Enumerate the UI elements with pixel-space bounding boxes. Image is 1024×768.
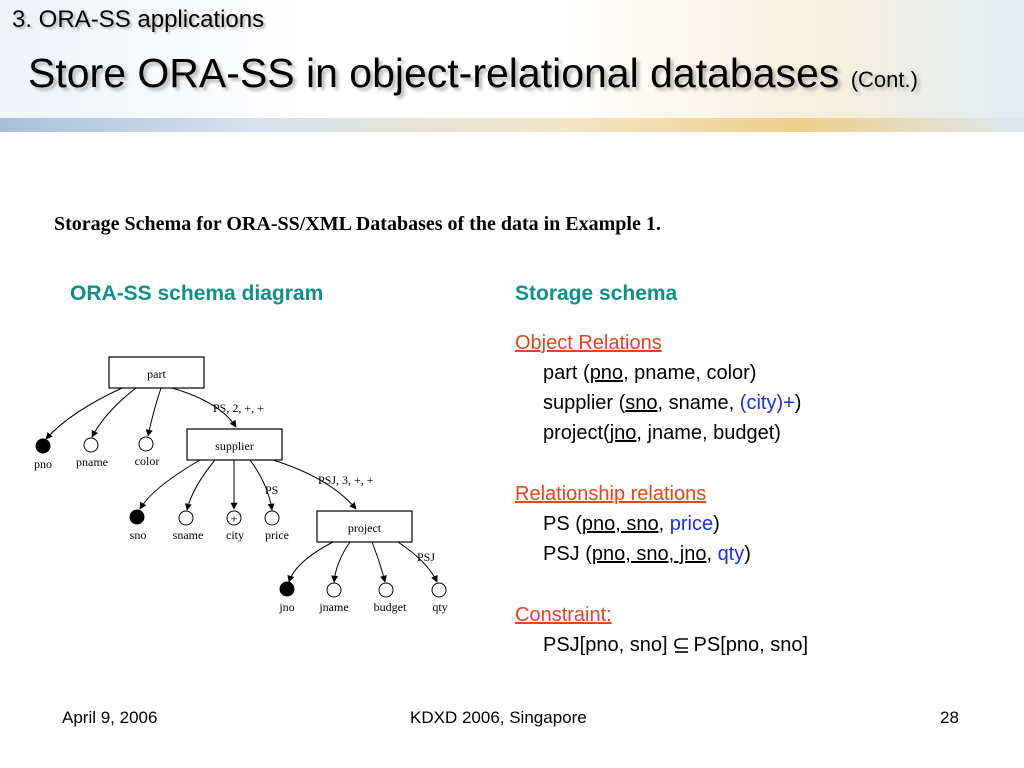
supplier-relation: supplier (sno, sname, (city)+): [515, 388, 808, 418]
color-circle: [138, 436, 154, 452]
edge-part-color: [145, 387, 162, 437]
qty-label: qty: [432, 600, 447, 614]
price-label: price: [265, 528, 289, 542]
psj-relation-sep: ,: [706, 543, 718, 565]
project-relation-prefix: project(: [543, 422, 610, 444]
psj-relation-suffix: ): [744, 543, 751, 565]
footer-page-number: 28: [940, 708, 959, 727]
jno-key-circle: [279, 581, 295, 597]
edge-supplier-sno: [139, 459, 201, 510]
footer-date: April 9, 2006: [62, 708, 158, 727]
ps-relation: PS (pno, sno, price): [515, 509, 808, 539]
ps-tag-label: PS: [265, 483, 278, 497]
slide-title-cont: (Cont.): [850, 67, 918, 92]
rel-ps-label: PS, 2, +, +: [213, 401, 264, 415]
part-relation-key: pno: [589, 362, 624, 384]
edge-supplier-project: [272, 459, 357, 510]
edge-part-pname: [91, 387, 137, 438]
project-relation-rest: , jname, budget): [636, 422, 781, 444]
supplier-object-label: supplier: [215, 439, 254, 453]
edge-project-budget: [371, 541, 387, 583]
sno-label: sno: [130, 528, 147, 542]
ps-relation-key: pno, sno: [581, 513, 659, 535]
part-object-box: [108, 356, 205, 389]
supplier-relation-key: sno: [625, 392, 658, 414]
project-object-box: [316, 510, 413, 543]
project-relation: project(jno, jname, budget): [515, 418, 808, 448]
supplier-object-box: [186, 428, 283, 461]
diagram-heading: ORA-SS schema diagram: [70, 282, 324, 305]
storage-schema: Object Relations part (pno, pname, color…: [515, 328, 808, 660]
slide-title: Store ORA-SS in object-relational databa…: [28, 50, 918, 97]
price-circle: [264, 510, 280, 526]
psj-relation: PSJ (pno, sno, jno, qty): [515, 539, 808, 569]
pno-label: pno: [34, 457, 52, 471]
pno-key-circle: [35, 438, 51, 454]
edge-part-supplier: [171, 387, 237, 428]
constraint-left: PSJ[pno, sno]: [543, 634, 668, 656]
jname-circle: [326, 582, 342, 598]
footer-venue: KDXD 2006, Singapore: [410, 708, 587, 727]
relationship-relations-title: Relationship relations: [515, 483, 707, 505]
psj-relation-key: pno, sno, jno: [591, 543, 707, 565]
jno-label: jno: [278, 600, 294, 614]
slide-title-text: Store ORA-SS in object-relational databa…: [28, 50, 840, 96]
header-background: [0, 0, 1024, 132]
color-label: color: [135, 454, 160, 468]
edge-supplier-sname: [184, 459, 216, 511]
edge-project-qty: [397, 541, 438, 583]
city-label: city: [226, 528, 244, 542]
sno-key-circle: [129, 509, 145, 525]
budget-label: budget: [374, 600, 407, 614]
storage-heading: Storage schema: [515, 282, 678, 305]
supplier-relation-multivalued: (city)+: [739, 392, 795, 414]
edge-part-pno: [45, 387, 123, 440]
ps-relation-prefix: PS (: [543, 513, 582, 535]
rel-psj-label: PSJ, 3, +, +: [318, 473, 374, 487]
sname-circle: [178, 510, 194, 526]
ps-relation-attr: price: [669, 513, 714, 535]
supplier-relation-suffix: ): [794, 392, 802, 414]
part-relation-prefix: part (: [543, 362, 590, 384]
project-object-label: project: [348, 521, 382, 535]
constraint-right: PS[pno, sno]: [693, 634, 809, 656]
ps-relation-sep: ,: [658, 513, 670, 535]
edge-project-jno: [287, 541, 334, 583]
sname-label: sname: [173, 528, 204, 542]
budget-circle: [378, 582, 394, 598]
header-band: [0, 118, 1024, 132]
supplier-relation-prefix: supplier (: [543, 392, 626, 414]
part-relation-rest: , pname, color): [623, 362, 757, 384]
constraint-title: Constraint:: [515, 604, 612, 626]
object-relations-title: Object Relations: [515, 332, 662, 354]
slide-caption: Storage Schema for ORA-SS/XML Databases …: [54, 213, 661, 235]
city-plus-mark: +: [230, 511, 237, 526]
pname-label: pname: [76, 455, 108, 469]
project-relation-key: jno: [609, 422, 637, 444]
edge-project-jname: [331, 541, 351, 583]
qty-circle: [431, 582, 447, 598]
constraint-expression: PSJ[pno, sno] PS[pno, sno]: [515, 630, 808, 660]
psj-tag-label: PSJ: [417, 550, 435, 564]
supplier-relation-mid: , sname,: [657, 392, 740, 414]
subset-icon: [673, 638, 688, 653]
section-subtitle: 3. ORA-SS applications: [12, 6, 265, 33]
pname-circle: [83, 437, 99, 453]
part-relation: part (pno, pname, color): [515, 358, 808, 388]
jname-label: jname: [318, 600, 348, 614]
ps-relation-suffix: ): [713, 513, 720, 535]
part-object-label: part: [147, 367, 166, 381]
psj-relation-attr: qty: [717, 543, 745, 565]
city-circle: [226, 510, 242, 526]
psj-relation-prefix: PSJ (: [543, 543, 592, 565]
edge-supplier-price: [249, 459, 275, 511]
